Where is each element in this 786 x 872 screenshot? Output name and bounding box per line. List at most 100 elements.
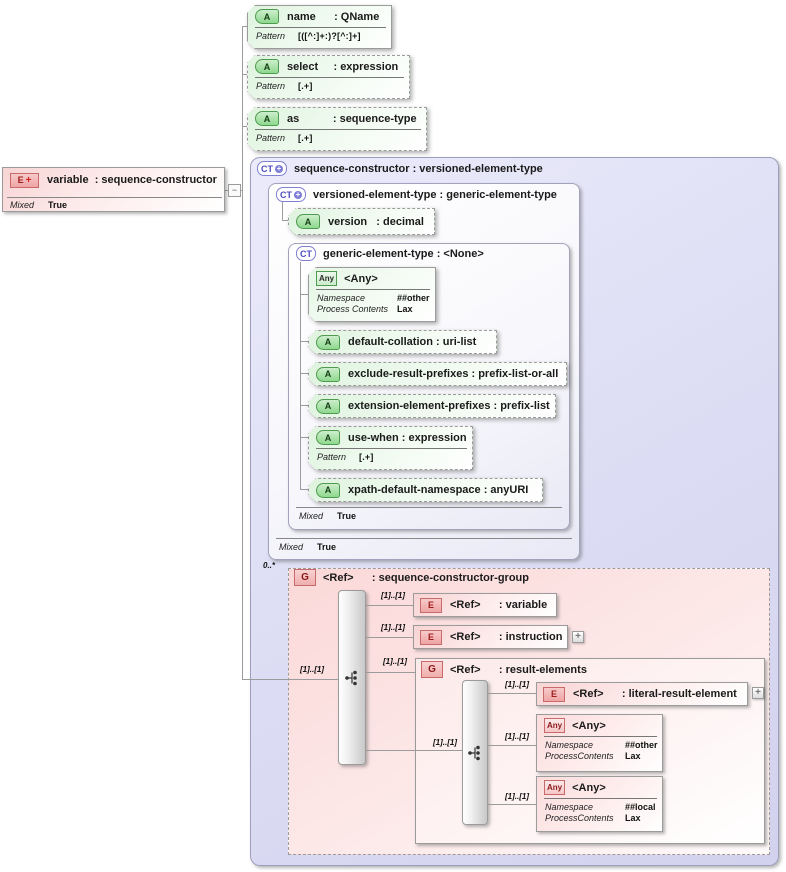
ref-instruction-box[interactable]: E <Ref> : instruction	[413, 625, 568, 649]
pattern-label: Pattern	[256, 31, 286, 41]
expand-button[interactable]: +	[572, 631, 584, 643]
connector-line	[300, 294, 309, 295]
mixed-label: Mixed	[299, 511, 324, 521]
attribute-select-box[interactable]: A select : expression Pattern [.+]	[247, 55, 408, 97]
element-icon: E	[420, 629, 442, 645]
attribute-name-box[interactable]: A name : QName Pattern [([^:]+:)?[^:]+]	[247, 5, 390, 47]
any-icon: Any	[544, 780, 566, 795]
sequence-constructor-title: sequence-constructor : versioned-element…	[294, 162, 543, 175]
pattern-label: Pattern	[256, 133, 286, 143]
attribute-version-title: version : decimal	[328, 215, 424, 228]
connector-line	[366, 605, 413, 606]
attribute-xpath-default-namespace-box[interactable]: A xpath-default-namespace : anyURI	[308, 478, 541, 500]
connector-line	[488, 804, 536, 805]
occurs-label: [1]..[1]	[505, 732, 529, 741]
namespace-label: Namespace	[545, 802, 594, 812]
attribute-icon: A	[316, 430, 340, 445]
complex-type-icon: CT	[296, 246, 316, 261]
sequence-constructor-header: CT+ sequence-constructor : versioned-ele…	[257, 161, 543, 176]
attribute-as-title: as : sequence-type	[287, 112, 417, 125]
occurs-label: [1]..[1]	[505, 792, 529, 801]
expand-button[interactable]: +	[752, 687, 764, 699]
versioned-element-type-title: versioned-element-type : generic-element…	[313, 188, 557, 201]
connector-line	[300, 341, 309, 342]
occurs-label: [1]..[1]	[300, 665, 324, 674]
divider	[296, 507, 562, 508]
attribute-as-box[interactable]: A as : sequence-type Pattern [.+]	[247, 107, 425, 149]
generic-mixed-row: Mixed True	[299, 511, 356, 521]
sequence-constructor-group-header: G <Ref> : sequence-constructor-group	[294, 569, 529, 586]
attribute-use-when-title: use-when : expression	[348, 431, 467, 444]
pattern-value: [.+]	[298, 133, 313, 143]
pattern-value: [.+]	[359, 452, 374, 462]
connector-line	[282, 220, 289, 221]
attribute-default-collation-box[interactable]: A default-collation : uri-list	[308, 330, 495, 352]
attribute-use-when-box[interactable]: A use-when : expression Pattern [.+]	[308, 426, 471, 468]
connector-line	[488, 745, 536, 746]
namespace-label: Namespace	[317, 293, 366, 303]
attribute-xpath-default-namespace-title: xpath-default-namespace : anyURI	[348, 484, 529, 496]
connector-line	[300, 373, 309, 374]
process-contents-value: Lax	[625, 813, 641, 823]
connector-line	[300, 262, 301, 490]
ref-variable-box[interactable]: E <Ref> : variable	[413, 593, 557, 617]
pattern-value: [([^:]+:)?[^:]+]	[298, 31, 361, 41]
namespace-value: ##other	[397, 293, 430, 303]
versioned-element-type-header: CT+ versioned-element-type : generic-ele…	[276, 187, 557, 202]
generic-element-type-title: generic-element-type : <None>	[323, 247, 484, 260]
any-title: <Any>	[344, 272, 378, 285]
any-local-box[interactable]: Any <Any> Namespace ##local ProcessConte…	[536, 776, 663, 832]
ref-instruction-title: <Ref> : instruction	[450, 631, 563, 643]
any-icon: Any	[316, 271, 337, 286]
choice-compositor[interactable]	[338, 590, 366, 765]
attribute-icon: A	[255, 111, 279, 126]
any-wildcard-box[interactable]: Any <Any> Namespace ##other Process Cont…	[308, 267, 434, 320]
connector-line	[488, 693, 536, 694]
choice-compositor-icon	[468, 745, 480, 760]
element-variable-box[interactable]: E+ variable : sequence-constructor Mixed…	[2, 167, 225, 212]
connector-line	[242, 679, 338, 680]
divider	[276, 538, 572, 539]
connector-line	[366, 750, 462, 751]
process-contents-label: Process Contents	[317, 304, 389, 314]
attribute-icon: A	[255, 59, 279, 74]
attribute-icon: A	[296, 214, 320, 229]
complex-type-icon: CT+	[257, 161, 287, 176]
ref-literal-result-element-box[interactable]: E <Ref> : literal-result-element	[536, 682, 748, 706]
element-icon: E	[543, 686, 565, 702]
attribute-name-title: name : QName	[287, 10, 380, 23]
connector-line	[282, 202, 283, 221]
occurs-label: [1]..[1]	[383, 657, 407, 666]
any-title: <Any>	[572, 719, 606, 732]
attribute-icon: A	[316, 335, 340, 350]
namespace-label: Namespace	[545, 740, 594, 750]
ref-literal-result-element-title: <Ref> : literal-result-element	[573, 688, 737, 700]
occurs-label: [1]..[1]	[505, 680, 529, 689]
attribute-default-collation-title: default-collation : uri-list	[348, 336, 477, 348]
connector-trunk	[242, 26, 243, 679]
process-contents-value: Lax	[397, 304, 413, 314]
attribute-exclude-result-prefixes-box[interactable]: A exclude-result-prefixes : prefix-list-…	[308, 362, 565, 384]
process-contents-label: ProcessContents	[545, 751, 614, 761]
collapse-handle[interactable]: −	[228, 184, 241, 197]
attribute-icon: A	[316, 483, 340, 498]
generic-element-type-header: CT generic-element-type : <None>	[296, 246, 484, 261]
choice-compositor-inner[interactable]	[462, 680, 488, 825]
occurs-label: 0..*	[263, 561, 276, 570]
occurs-label: [1]..[1]	[381, 623, 405, 632]
attribute-version-box[interactable]: A version : decimal	[288, 208, 433, 233]
mixed-label: Mixed	[279, 542, 304, 552]
attribute-extension-element-prefixes-box[interactable]: A extension-element-prefixes : prefix-li…	[308, 394, 554, 416]
occurs-label: [1]..[1]	[381, 591, 405, 600]
any-other-box[interactable]: Any <Any> Namespace ##other ProcessConte…	[536, 714, 663, 772]
result-elements-title: <Ref> : result-elements	[450, 663, 587, 676]
choice-compositor-icon	[345, 670, 357, 685]
mixed-value: True	[337, 511, 357, 521]
connector-line	[300, 437, 309, 438]
any-icon: Any	[544, 718, 566, 733]
mixed-value: True	[48, 200, 68, 210]
any-title: <Any>	[572, 781, 606, 794]
ref-variable-title: <Ref> : variable	[450, 599, 548, 611]
result-elements-header: G <Ref> : result-elements	[421, 661, 587, 678]
